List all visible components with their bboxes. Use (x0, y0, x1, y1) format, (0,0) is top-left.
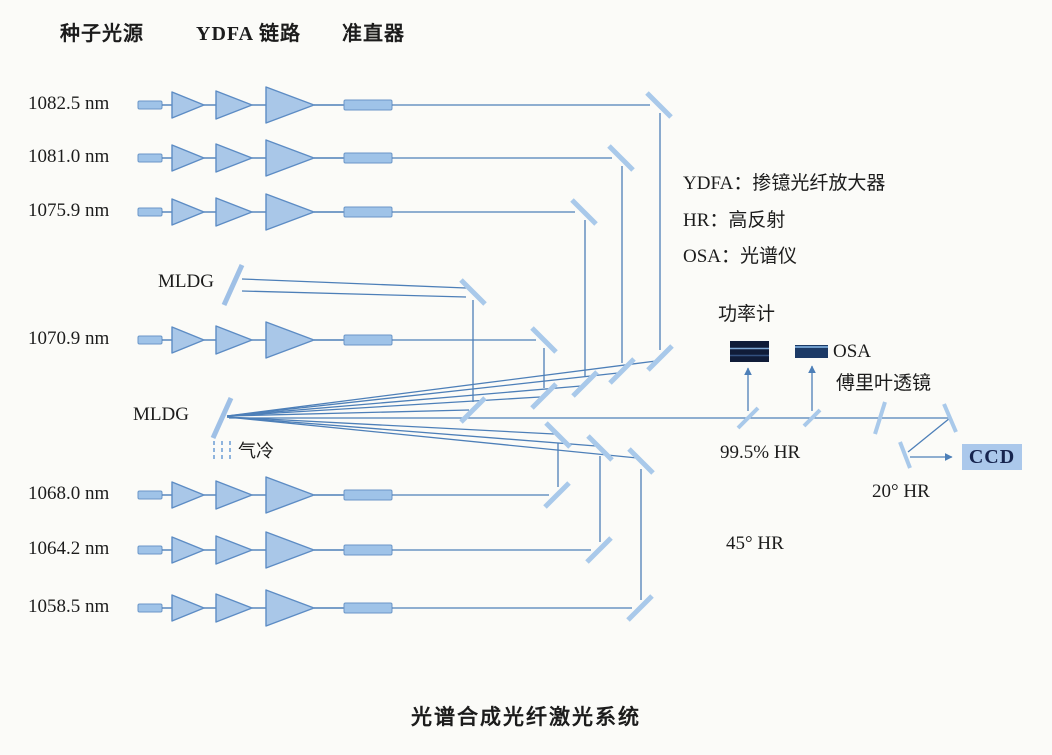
osa-pickoff-mirror (802, 408, 822, 428)
amplifier-chain (137, 139, 393, 177)
amplifier-chain (137, 531, 393, 569)
diagnostic-optics (736, 401, 958, 469)
hr-45-label: 45° HR (726, 533, 784, 554)
mirror-segment-icon (609, 146, 633, 170)
mirror-segment-icon (572, 200, 596, 224)
mldg-upper-label: MLDG (158, 271, 214, 292)
amplifier-chain (137, 86, 393, 124)
channel-label-1: 1082.5 nm (28, 93, 110, 114)
mldg-gratings (210, 263, 245, 440)
power-meter-label: 功率计 (718, 304, 776, 325)
ccd-detector: CCD (962, 444, 1022, 470)
legend-ydfa: YDFA：掺镱光纤放大器 (683, 173, 886, 194)
cooling-label: 气冷 (238, 441, 274, 461)
channel-label-6: 1064.2 nm (28, 538, 110, 559)
header-seed-source: 种子光源 (60, 23, 144, 45)
collimated-output-beams (392, 104, 650, 609)
figure-caption: 光谱合成光纤激光系统 (411, 705, 641, 729)
combining-fold-mirrors (461, 346, 672, 473)
osa-icon (795, 345, 828, 358)
amplifier-chain (137, 321, 393, 359)
osa-label: OSA (833, 341, 872, 362)
hr-20-label: 20° HR (872, 481, 930, 502)
hr-20-mirror (898, 441, 912, 469)
amplifier-chain (137, 589, 393, 627)
fourier-lens (873, 401, 887, 435)
channel-label-5: 1068.0 nm (28, 483, 110, 504)
channel-label-3: 1075.9 nm (28, 200, 110, 221)
folded-beams (472, 113, 661, 600)
mldg-upper-grating (221, 263, 245, 307)
upper-mldg-beams (241, 278, 467, 298)
mldg-lower-label: MLDG (133, 404, 189, 425)
legend-hr: HR：高反射 (683, 210, 786, 231)
channel-label-7: 1058.5 nm (28, 596, 110, 617)
instrument-icons (213, 341, 828, 460)
mirror-segment-icon (647, 93, 671, 117)
power-meter-icon (730, 341, 769, 362)
hr-995-label: 99.5% HR (720, 442, 801, 463)
end-fold-mirror (942, 403, 958, 433)
channel-label-4: 1070.9 nm (28, 328, 110, 349)
header-collimator: 准直器 (342, 23, 405, 45)
mldg-lower-grating (210, 396, 234, 440)
hr-995-mirror (736, 406, 760, 430)
converging-beam-fan (226, 360, 657, 459)
fourier-lens-label: 傅里叶透镜 (836, 373, 932, 394)
header-ydfa-chain: YDFA 链路 (196, 23, 301, 45)
channel-fold-mirrors (461, 93, 671, 620)
cooling-dashes-icon (213, 441, 231, 460)
combined-output-beam (229, 365, 953, 461)
legend-osa: OSA：光谱仪 (683, 246, 798, 267)
amplifier-chain (137, 193, 393, 231)
channel-label-2: 1081.0 nm (28, 146, 110, 167)
amplifier-chain (137, 476, 393, 514)
amplifier-chains (137, 86, 393, 627)
